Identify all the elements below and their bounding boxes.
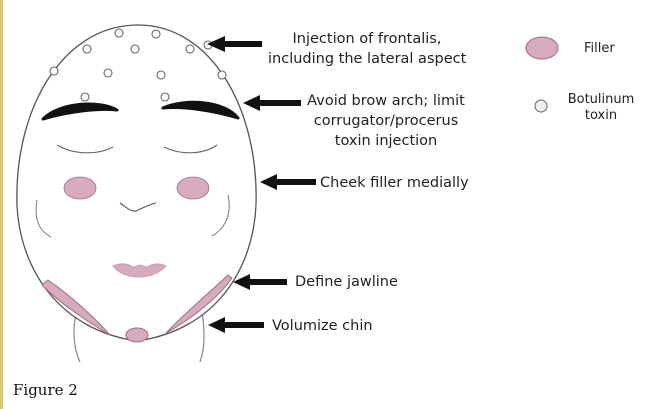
eyebrow-left bbox=[41, 102, 119, 121]
jawline-filler-right bbox=[165, 274, 233, 334]
label-cheek: Cheek filler medially bbox=[320, 175, 469, 191]
label-brow-line1: Avoid brow arch; limit bbox=[307, 93, 465, 109]
arrow-brow bbox=[243, 95, 301, 111]
toxin-dot bbox=[130, 44, 140, 54]
nose bbox=[119, 202, 157, 212]
label-brow-line3: toxin injection bbox=[334, 133, 438, 149]
legend-filler-swatch bbox=[525, 36, 559, 60]
legend-toxin-swatch bbox=[534, 99, 548, 113]
figure-caption: Figure 2 bbox=[13, 381, 78, 399]
label-jawline: Define jawline bbox=[295, 274, 398, 290]
cheek-filler-right bbox=[176, 176, 210, 200]
toxin-dot bbox=[151, 29, 161, 39]
toxin-dot bbox=[103, 68, 113, 78]
eye-right bbox=[163, 144, 218, 154]
arrow-chin bbox=[208, 317, 264, 333]
cheek-contour-right bbox=[211, 194, 230, 237]
botulinum-dots bbox=[49, 28, 227, 102]
label-brow-line2: corrugator/procerus bbox=[313, 113, 459, 129]
label-brow: Avoid brow arch; limit corrugator/procer… bbox=[300, 91, 472, 151]
label-chin: Volumize chin bbox=[272, 318, 373, 334]
toxin-dot bbox=[82, 44, 92, 54]
lips bbox=[112, 263, 167, 278]
arrow-jawline bbox=[233, 274, 287, 290]
legend-filler-label: Filler bbox=[584, 41, 615, 56]
legend-botulinum-line1: Botulinum bbox=[567, 92, 635, 107]
eye-left bbox=[56, 144, 114, 154]
label-frontalis: Injection of frontalis, including the la… bbox=[268, 29, 466, 69]
left-border-rule bbox=[0, 0, 3, 409]
toxin-dot bbox=[185, 44, 195, 54]
label-frontalis-line2: including the lateral aspect bbox=[268, 51, 467, 67]
cheek-contour-left bbox=[35, 199, 52, 238]
jawline-filler-left bbox=[41, 279, 111, 336]
legend-botulinum-label: Botulinum toxin bbox=[561, 92, 641, 124]
eyebrow-right bbox=[161, 100, 240, 120]
toxin-dot bbox=[156, 70, 166, 80]
toxin-dot bbox=[49, 66, 59, 76]
toxin-dot bbox=[217, 70, 227, 80]
toxin-dot bbox=[114, 28, 124, 38]
arrow-cheek bbox=[260, 174, 316, 190]
annotation-arrows bbox=[207, 36, 316, 333]
legend-botulinum-line2: toxin bbox=[584, 108, 618, 123]
label-frontalis-line1: Injection of frontalis, bbox=[292, 31, 442, 47]
chin-filler bbox=[125, 327, 149, 343]
cheek-filler-left bbox=[63, 176, 97, 200]
toxin-dot bbox=[80, 92, 90, 102]
arrow-frontalis bbox=[207, 36, 262, 52]
toxin-dot bbox=[160, 92, 170, 102]
